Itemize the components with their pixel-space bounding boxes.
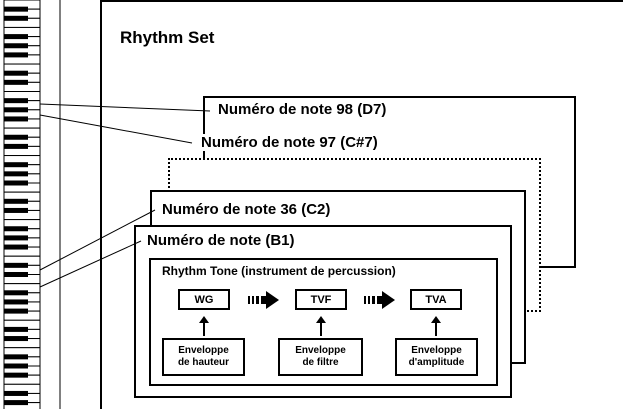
layer-note-36-label: Numéro de note 36 (C2) [160,201,333,218]
black-key [4,262,28,268]
up-arrow-pitch-icon [199,316,209,336]
rhythm-set-title: Rhythm Set [120,28,215,47]
black-key [4,336,28,342]
up-arrow-amplitude-icon [431,316,441,336]
rhythm-tone-title: Rhythm Tone (instrument de percussion) [162,264,396,278]
black-key [4,272,28,277]
black-key [4,162,28,168]
layer-note-98-label: Numéro de note 98 (D7) [216,101,389,118]
black-key [4,15,28,21]
black-key [4,299,28,305]
black-key [4,290,28,296]
pitch-envelope-box: Enveloppe de hauteur [162,338,245,376]
layer-note-97-label: Numéro de note 97 (C#7) [199,134,380,151]
tvf-block: TVF [295,289,347,310]
arrow-tvf-to-tva-icon [364,291,395,309]
filter-envelope-line2: de filtre [302,357,339,368]
pitch-envelope-line1: Enveloppe [178,345,229,356]
black-key [4,363,28,369]
black-key [4,134,28,140]
black-key [4,43,28,49]
connector-line-98 [39,103,211,112]
black-key [4,6,28,12]
layer-note-b1-label: Numéro de note (B1) [145,232,297,249]
black-key [4,34,28,40]
black-key [4,390,28,396]
filter-envelope-line1: Enveloppe [295,345,346,356]
black-key [4,116,28,122]
piano-keyboard [3,0,61,409]
black-key [4,400,28,406]
black-key [4,354,28,360]
black-key [4,308,28,314]
black-key [4,52,28,58]
black-key [4,244,28,250]
black-key [4,171,28,177]
black-key [4,107,28,113]
black-key [4,70,28,76]
filter-envelope-box: Enveloppe de filtre [278,338,363,376]
black-key [4,98,28,104]
arrow-wg-to-tvf-icon [248,291,279,309]
black-key [4,143,28,149]
rhythm-set-frame [100,0,623,409]
up-arrow-filter-icon [316,316,326,336]
black-key [4,372,28,378]
connector-line-36 [39,209,156,271]
connector-line-97 [39,114,193,144]
black-key [4,326,28,332]
pitch-envelope-line2: de hauteur [177,357,230,368]
black-key [4,207,28,213]
black-key [4,198,28,204]
connector-line-b1 [39,240,142,288]
amplitude-envelope-line2: d'amplitude [408,357,465,368]
amplitude-envelope-box: Enveloppe d'amplitude [395,338,478,376]
black-key [4,235,28,241]
tva-block: TVA [410,289,462,310]
amplitude-envelope-line1: Enveloppe [411,345,462,356]
black-key [4,180,28,186]
black-key [4,79,28,85]
black-key [4,226,28,232]
wg-block: WG [178,289,230,310]
